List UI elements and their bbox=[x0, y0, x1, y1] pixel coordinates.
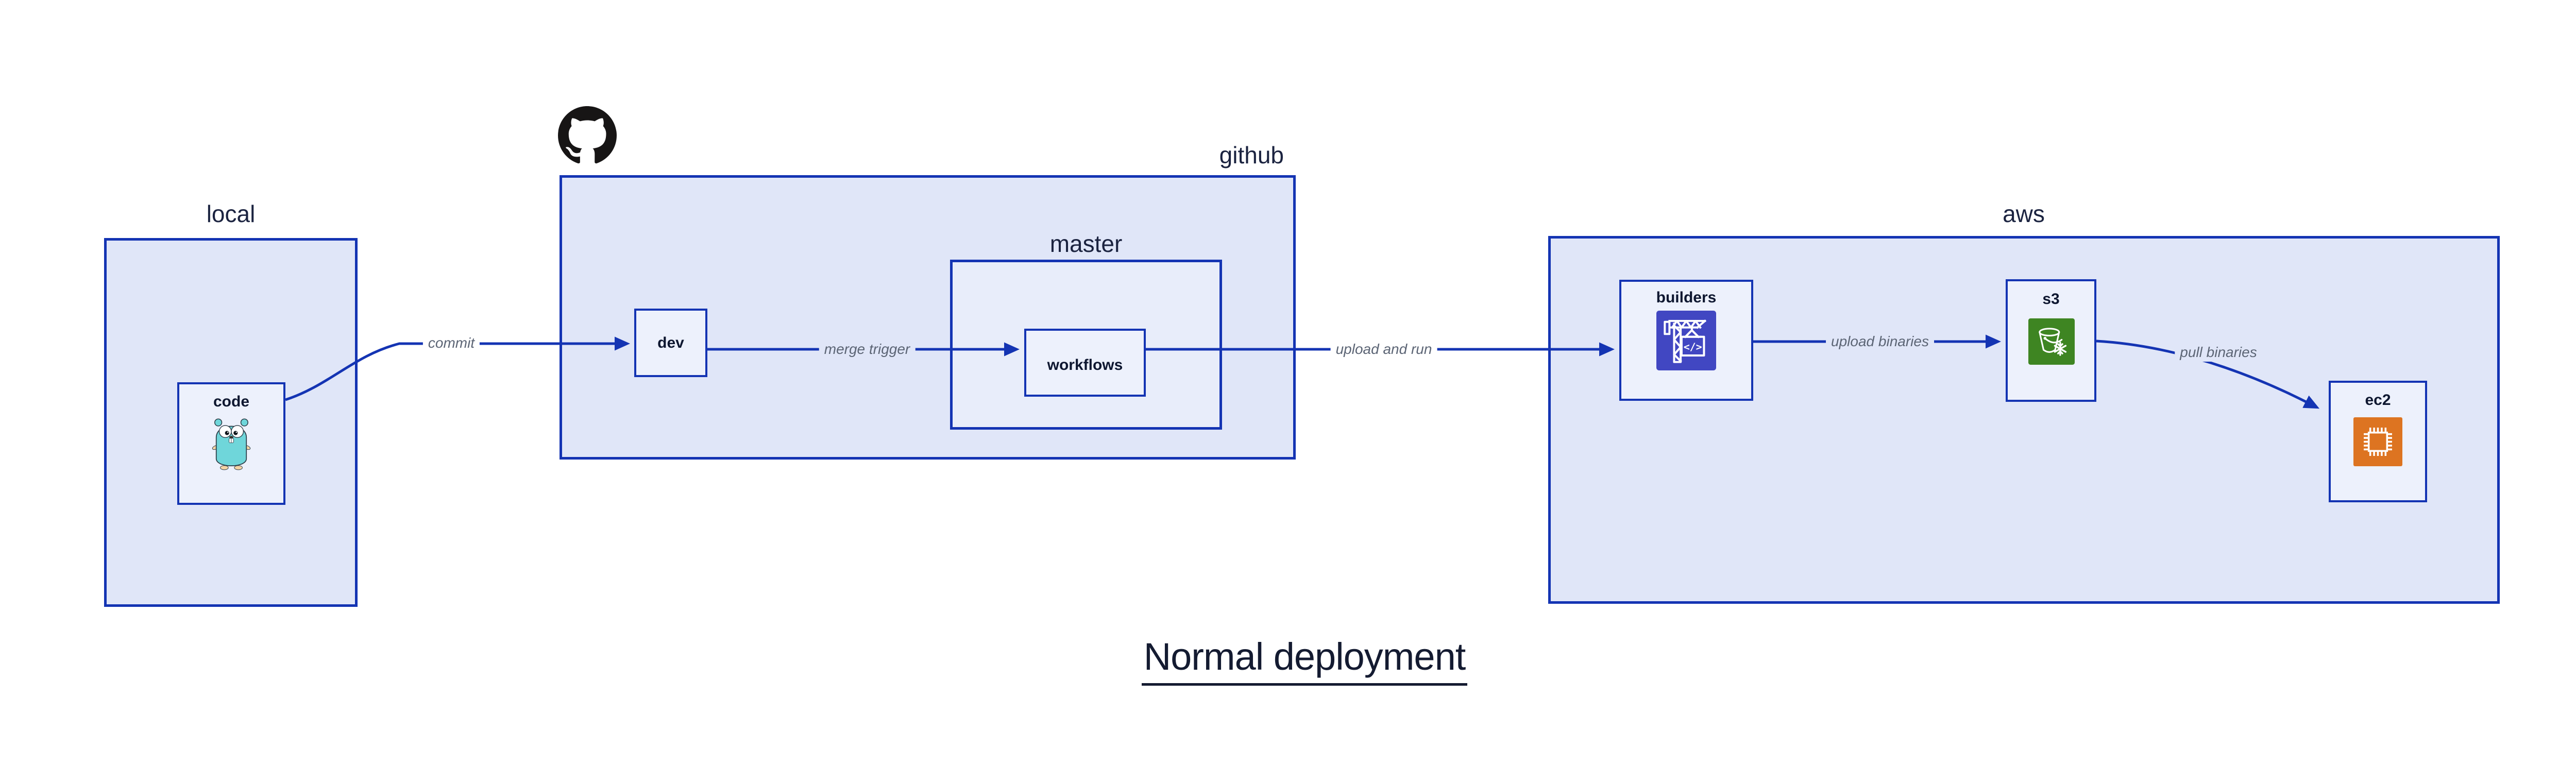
node-workflows-label: workflows bbox=[1047, 356, 1123, 373]
s3-glacier-bucket-icon bbox=[2028, 318, 2075, 365]
diagram-title-text: Normal deployment bbox=[1141, 635, 1468, 686]
go-gopher-icon bbox=[212, 418, 251, 470]
edge-upload-binaries-label: upload binaries bbox=[1826, 332, 1934, 351]
node-code: code bbox=[177, 382, 285, 505]
codebuild-crane-icon: </> bbox=[1656, 311, 1716, 370]
edge-merge-trigger-label: merge trigger bbox=[819, 340, 916, 359]
github-section-label: github bbox=[1219, 142, 1284, 168]
aws-section-label: aws bbox=[2003, 200, 2045, 227]
node-ec2-label: ec2 bbox=[2365, 392, 2391, 409]
github-octocat-logo-icon bbox=[558, 106, 617, 164]
diagram-title: Normal deployment bbox=[1113, 635, 1496, 686]
node-code-label: code bbox=[213, 393, 250, 410]
node-s3: s3 bbox=[2006, 279, 2096, 402]
node-s3-label: s3 bbox=[2042, 291, 2060, 308]
node-dev: dev bbox=[634, 309, 707, 377]
ec2-chip-icon bbox=[2353, 417, 2402, 466]
svg-text:</>: </> bbox=[1684, 341, 1702, 353]
edge-commit-line bbox=[285, 336, 630, 401]
node-builders-label: builders bbox=[1656, 289, 1717, 306]
master-section-label: master bbox=[1049, 230, 1123, 257]
edge-commit-label: commit bbox=[422, 334, 480, 352]
node-ec2: ec2 bbox=[2329, 381, 2427, 502]
node-workflows: workflows bbox=[1024, 329, 1146, 397]
node-builders: builders </> bbox=[1619, 280, 1753, 401]
local-section-label: local bbox=[206, 200, 256, 227]
edge-upload-and-run-label: upload and run bbox=[1330, 340, 1437, 359]
node-dev-label: dev bbox=[657, 334, 684, 351]
edge-pull-binaries-label: pull binaries bbox=[2175, 343, 2262, 362]
